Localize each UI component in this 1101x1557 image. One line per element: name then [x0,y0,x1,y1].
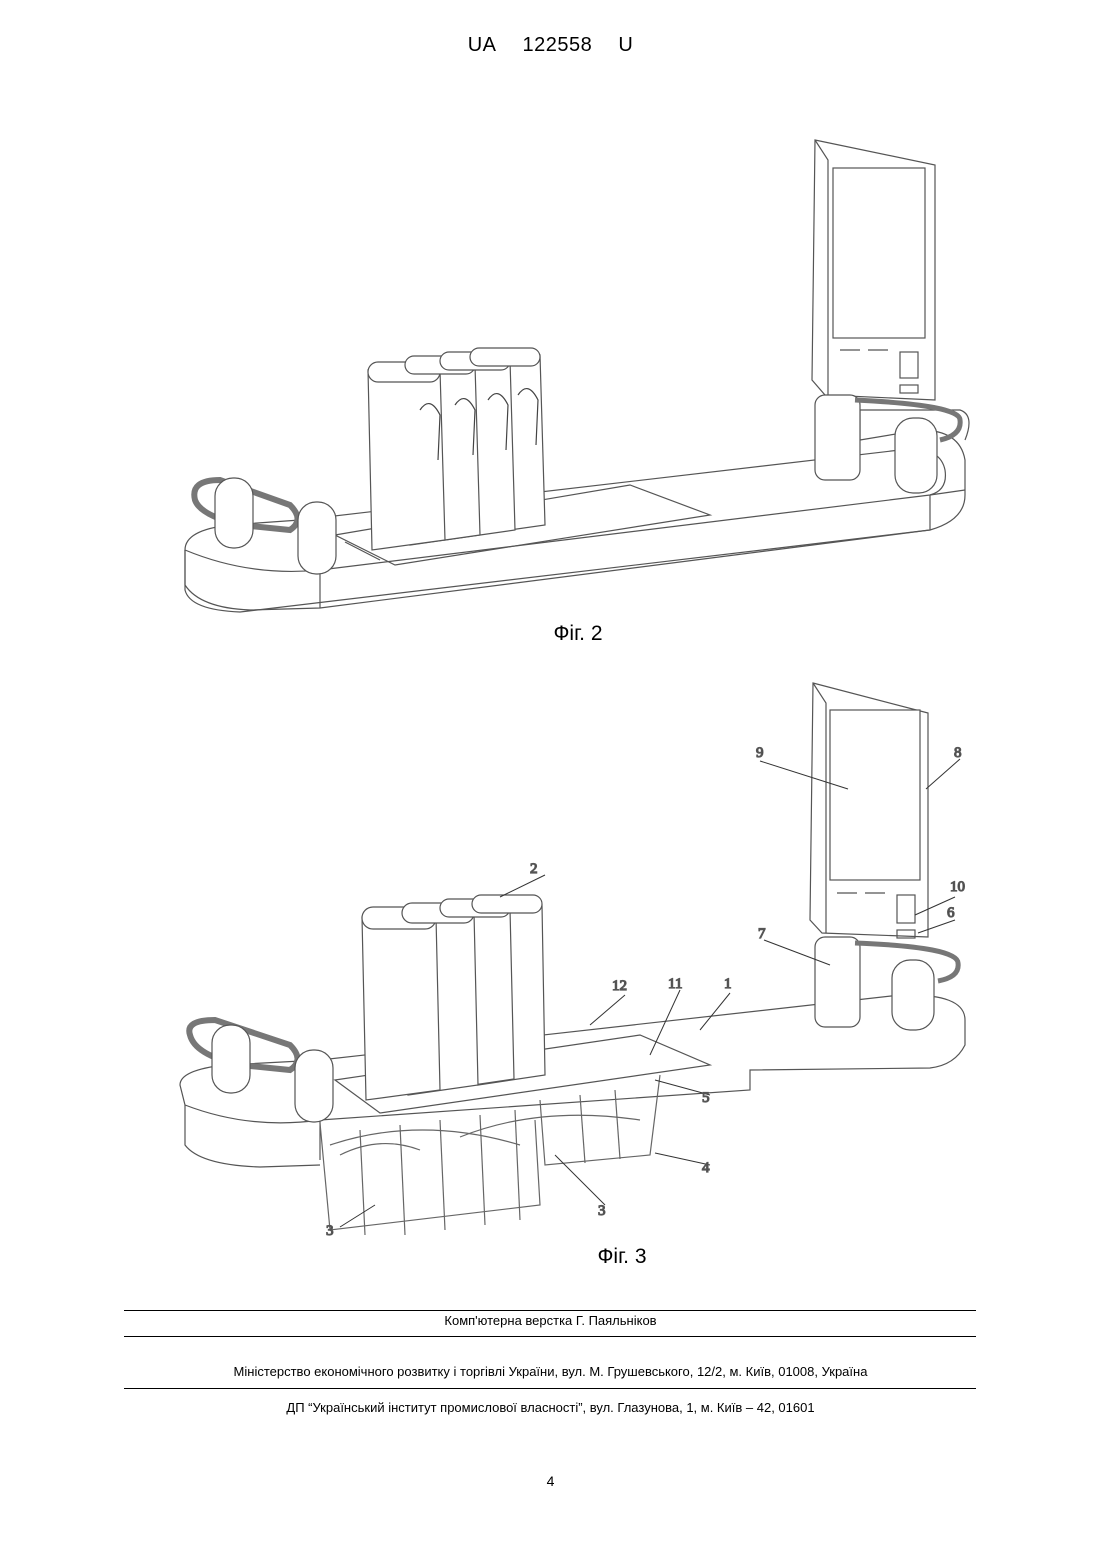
label-12: 12 [612,978,627,994]
patent-header: UA 122558 U [0,34,1101,57]
figure-2-drawing [0,130,1101,620]
label-7: 7 [758,926,766,942]
label-8: 8 [954,745,962,761]
header-kind: U [618,34,633,56]
label-6: 6 [947,905,955,921]
label-1: 1 [724,976,732,992]
figure-2-caption: Фіг. 2 [478,622,678,646]
label-4: 4 [702,1160,710,1176]
page-number: 4 [0,1473,1101,1489]
label-11: 11 [668,976,682,992]
label-10: 10 [950,879,965,895]
label-3-right: 3 [598,1203,606,1219]
header-country: UA [468,34,497,56]
footer-ministry: Міністерство економічного розвитку і тор… [0,1364,1101,1379]
footer-institute: ДП “Український інститут промислової вла… [0,1400,1101,1415]
header-number: 122558 [523,34,593,56]
footer-rule-2 [124,1336,976,1337]
label-9: 9 [756,745,764,761]
footer-rule-top [124,1310,976,1311]
figure-3-drawing: 9 8 2 10 6 7 12 11 1 5 4 3 3 [0,675,1101,1245]
footer-rule-3 [124,1388,976,1389]
footer-layout-credit: Комп'ютерна верстка Г. Паяльніков [0,1313,1101,1328]
label-2: 2 [530,861,538,877]
label-3-left: 3 [326,1223,334,1239]
figure-3-caption: Фіг. 3 [522,1245,722,1269]
label-5: 5 [702,1090,710,1106]
